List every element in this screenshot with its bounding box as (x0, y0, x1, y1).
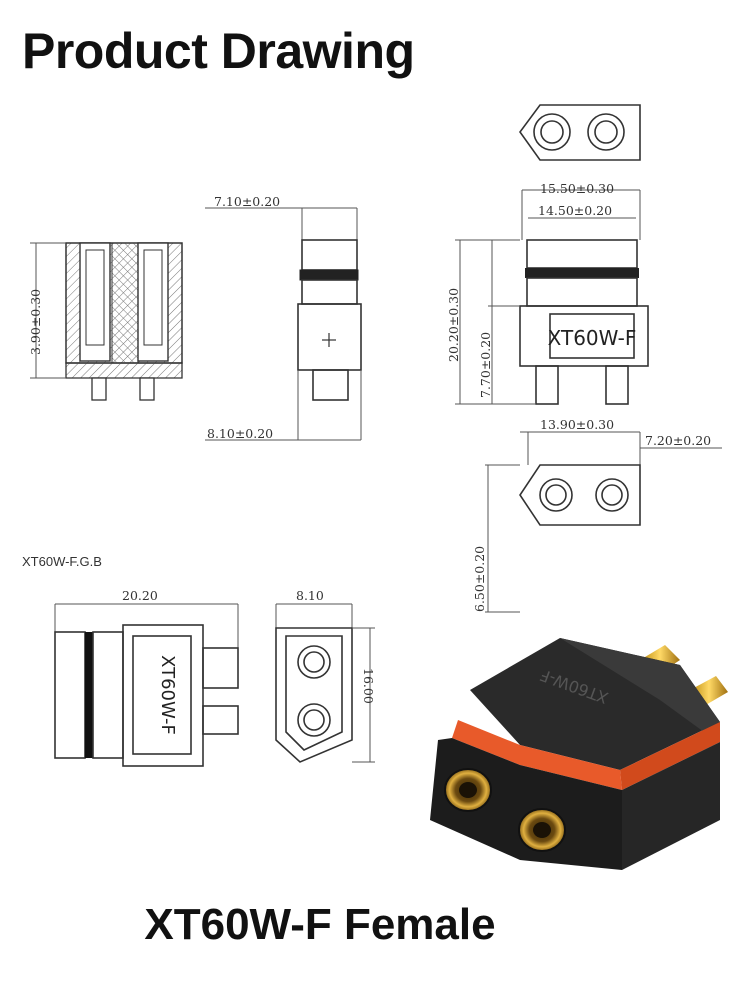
dim-outer-width: 15.50±0.30 (540, 181, 614, 196)
dim-depth: 6.50±0.20 (472, 546, 487, 612)
bottom-view: 13.90±0.30 7.20±0.20 6.50±0.20 (472, 417, 722, 613)
dim-inner-width: 14.50±0.20 (538, 203, 612, 218)
side-view: 7.10±0.20 8.10±0.20 (205, 194, 362, 441)
dim-left-height: 3.90±0.30 (28, 289, 43, 355)
dim-side-width: 7.10±0.20 (214, 194, 280, 209)
gb-side-drawing: 20.20 XT60W-F (54, 588, 239, 767)
dim-side-length: 20.20 (122, 588, 158, 603)
dim-bottom-width: 8.10±0.20 (207, 426, 273, 441)
front-view: 15.50±0.30 14.50±0.20 XT60W-F 20.20±0.30… (446, 181, 649, 405)
gb-part-label: XT60W-F (157, 655, 178, 735)
dim-body-height: 7.70±0.20 (478, 332, 493, 398)
cross-section-view: 3.90±0.30 (28, 242, 183, 401)
dim-top-height: 16.00 (361, 668, 376, 704)
product-caption: XT60W-F Female (144, 900, 496, 949)
dim-tip-width: 7.20±0.20 (645, 433, 711, 448)
dim-top-width: 8.10 (296, 588, 324, 603)
top-view (519, 104, 641, 161)
gb-front-drawing: 8.10 16.00 (275, 588, 376, 763)
dim-bottom-span: 13.90±0.30 (540, 417, 614, 432)
front-part-label: XT60W-F (548, 326, 637, 350)
drawing-subtitle: XT60W-F.G.B (22, 554, 102, 569)
page-title: Product Drawing (22, 23, 415, 79)
product-photo: XT60W-F (430, 638, 728, 870)
dim-total-height: 20.20±0.30 (446, 288, 461, 362)
